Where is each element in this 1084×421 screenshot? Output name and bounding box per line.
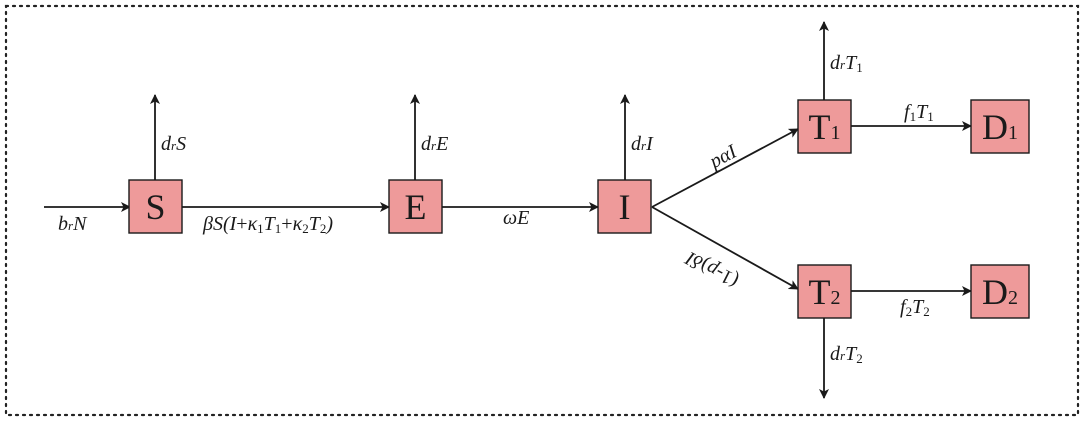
label-infection: βS(I+κ1T1+κ2T2): [202, 213, 333, 236]
arrow-I-to-T2: [651, 206, 799, 290]
node-D1: D1: [970, 99, 1030, 154]
label-death-T1: drT1: [830, 52, 863, 75]
node-D2-label: D2: [982, 272, 1018, 312]
node-D1-label: D1: [982, 107, 1018, 147]
label-progression: ωE: [503, 207, 529, 229]
node-S: S: [128, 179, 183, 234]
node-T1-label: T1: [809, 107, 841, 147]
node-D2: D2: [970, 264, 1030, 319]
node-S-label: S: [145, 187, 165, 227]
label-death-T2: drT2: [830, 343, 863, 366]
node-T2-label: T2: [809, 272, 841, 312]
label-death-S: drS: [161, 133, 186, 155]
node-I: I: [597, 179, 652, 234]
dotted-frame: [4, 4, 1080, 417]
label-T2-to-D2: f2T2: [900, 296, 930, 319]
label-death-E: drE: [421, 133, 448, 155]
node-I-label: I: [619, 187, 631, 227]
label-I-to-T1: pαI: [704, 140, 741, 174]
node-E: E: [388, 179, 443, 234]
label-birth: brN: [58, 213, 88, 235]
node-T2: T2: [797, 264, 852, 319]
node-E-label: E: [405, 187, 427, 227]
label-T1-to-D1: f1T1: [904, 101, 934, 124]
node-T1: T1: [797, 99, 852, 154]
arrow-I-to-T1: [651, 128, 799, 208]
label-death-I: drI: [631, 133, 654, 155]
